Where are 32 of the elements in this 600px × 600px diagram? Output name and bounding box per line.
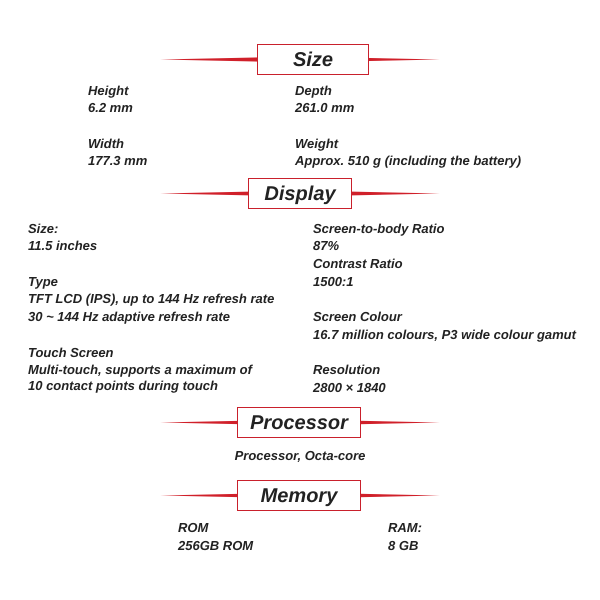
spec-text: Width: [88, 136, 124, 152]
section-heading-box: Processor: [237, 407, 361, 438]
spec-text: 11.5 inches: [28, 238, 98, 254]
spec-text: Depth: [295, 83, 332, 99]
spec-text: Touch Screen: [28, 345, 114, 361]
spec-text: 177.3 mm: [88, 153, 148, 169]
spec-text: TFT LCD (IPS), up to 144 Hz refresh rate: [28, 291, 274, 307]
spec-text: 1500:1: [313, 274, 354, 290]
spec-text: Multi-touch, supports a maximum of 10 contact points during touch: [28, 362, 254, 394]
spec-text: 8 GB: [388, 538, 418, 554]
spec-text: Screen-to-body Ratio: [313, 221, 444, 237]
spec-text: 16.7 million colours, P3 wide colour gamut: [313, 327, 576, 343]
spec-text: Screen Colour: [313, 309, 402, 325]
section-heading-box: Display: [248, 178, 352, 209]
spec-text: Size:: [28, 221, 58, 237]
section-heading-box: Size: [257, 44, 369, 75]
spec-text: 261.0 mm: [295, 100, 354, 116]
spec-text: Approx. 510 g (including the battery): [295, 153, 522, 169]
spec-text: ROM: [178, 520, 208, 536]
spec-text: RAM:: [388, 520, 422, 536]
spec-text: 30 ~ 144 Hz adaptive refresh rate: [28, 309, 230, 325]
spec-text: Type: [28, 274, 58, 290]
spec-text: 87%: [313, 238, 340, 254]
spec-text: Contrast Ratio: [313, 256, 403, 272]
spec-text: Processor, Octa-core: [234, 448, 366, 464]
spec-text: 2800 × 1840: [313, 380, 386, 396]
section-heading-box: Memory: [237, 480, 361, 511]
spec-text: Resolution: [313, 362, 380, 378]
spec-text: 256GB ROM: [178, 538, 254, 554]
spec-text: 6.2 mm: [88, 100, 133, 116]
spec-text: Height: [88, 83, 128, 99]
spec-text: Weight: [295, 136, 338, 152]
